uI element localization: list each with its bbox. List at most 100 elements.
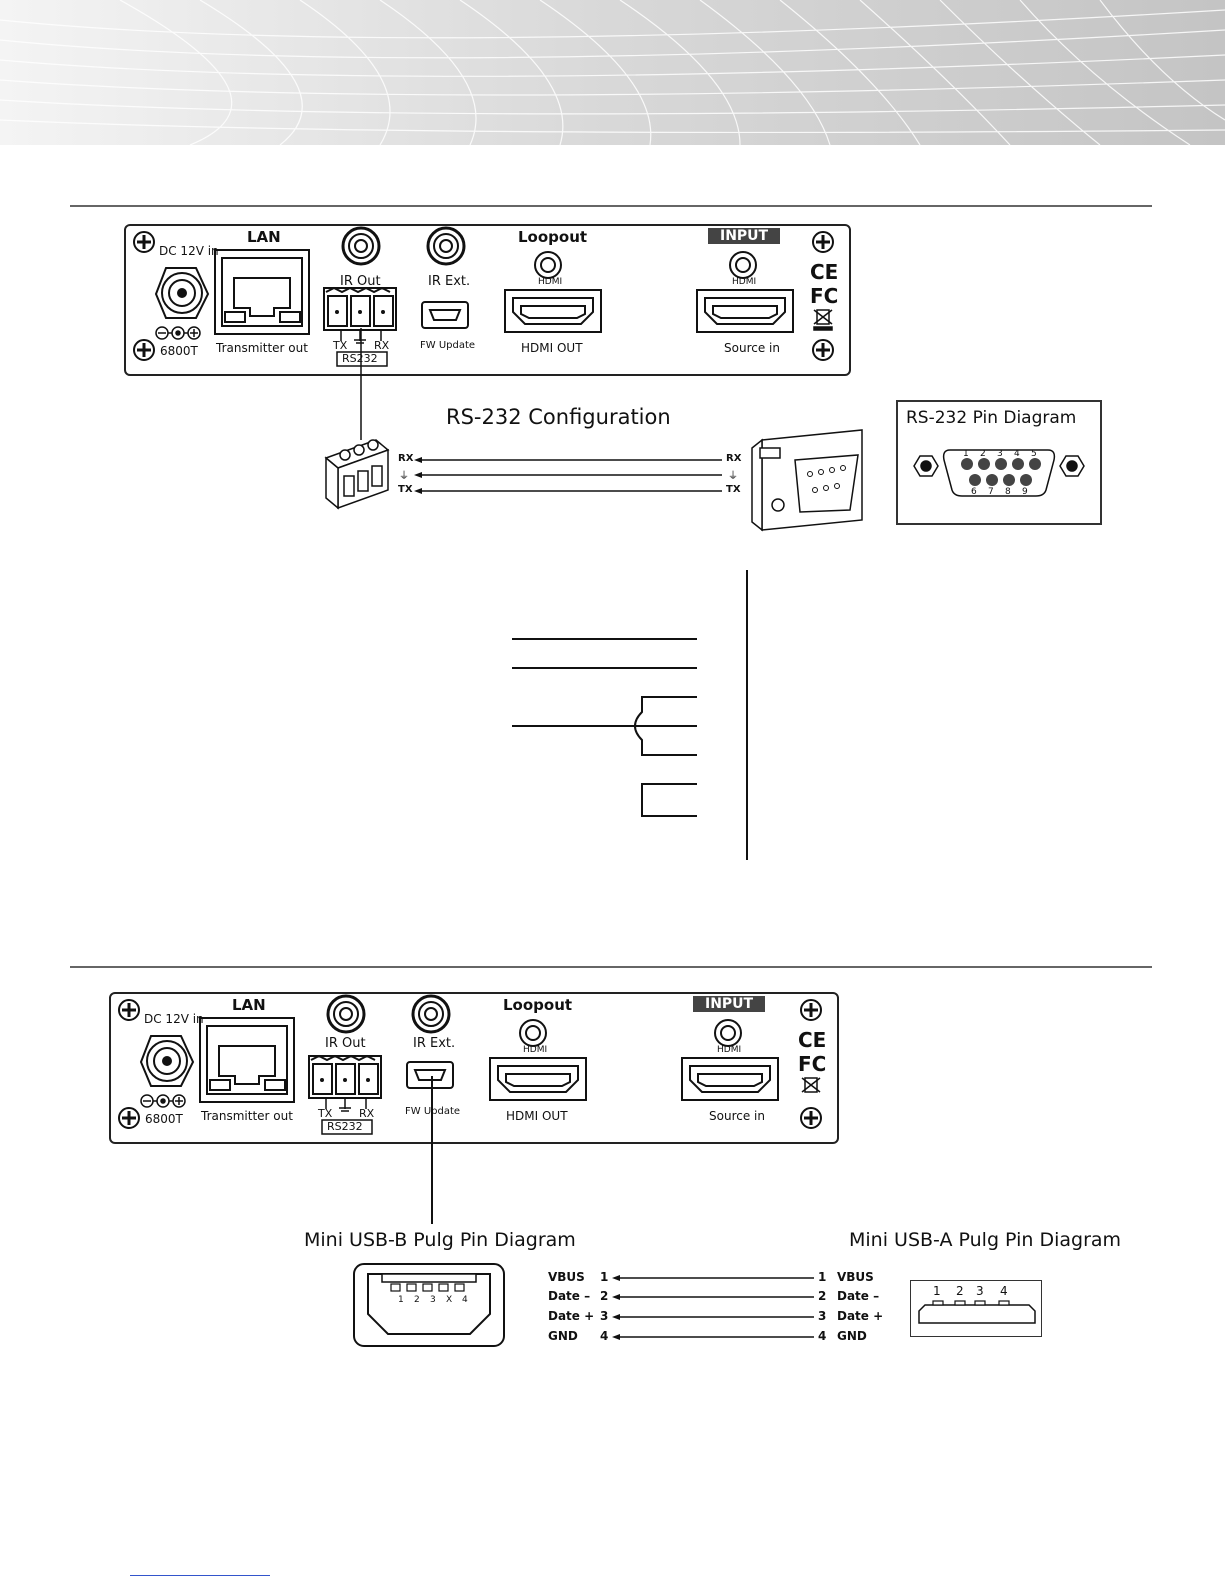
usb-row-num-left: 2 bbox=[600, 1289, 609, 1303]
hdmi-out-label: HDMI OUT bbox=[521, 341, 583, 355]
ir-out-label: IR Out bbox=[340, 274, 381, 289]
ce-mark: CE bbox=[798, 1028, 827, 1052]
usb-b-pin-label: X bbox=[446, 1295, 453, 1305]
ir-ext-label: IR Ext. bbox=[428, 274, 471, 289]
db9-pin-label: 9 bbox=[1022, 487, 1028, 497]
usb-connection-line bbox=[431, 1076, 433, 1224]
usb-a-pin-label: 3 bbox=[976, 1284, 984, 1298]
wire-label-tx-right: TX bbox=[726, 484, 741, 495]
hdmi-port-icon bbox=[696, 251, 794, 333]
input-badge: INPUT bbox=[693, 996, 766, 1012]
loopout-label: Loopout bbox=[518, 228, 588, 246]
mini-usb-port-icon bbox=[421, 301, 469, 329]
wire-label-tx-left: TX bbox=[398, 484, 413, 495]
db9-connector-icon bbox=[751, 429, 863, 532]
rear-panel-top: DC 12V in 6800T LAN Transmitter out IR O… bbox=[124, 224, 851, 376]
db9-pin-label: 4 bbox=[1014, 449, 1020, 459]
usb-row-name-right: Date + bbox=[837, 1309, 884, 1323]
rs232-pin-diagram: RS-232 Pin Diagram 1 2 3 4 5 6 7 8 9 bbox=[896, 400, 1102, 525]
wire-label-rx-right: RX bbox=[726, 453, 742, 464]
weee-icon bbox=[813, 309, 833, 331]
wire-label-gnd-right: ⏚ bbox=[728, 471, 738, 482]
rs232-pin-title: RS-232 Pin Diagram bbox=[906, 408, 1077, 428]
rs232-label: RS232 bbox=[342, 352, 378, 365]
hdmi-out-label: HDMI OUT bbox=[506, 1109, 568, 1123]
usb-b-pin-label: 3 bbox=[430, 1295, 436, 1305]
ce-mark: CE bbox=[810, 260, 839, 284]
hdmi-label: HDMI bbox=[732, 277, 757, 287]
usb-b-pin-label: 1 bbox=[398, 1295, 404, 1305]
db9-pin-label: 8 bbox=[1005, 487, 1011, 497]
mini-usb-a-plug-icon bbox=[918, 1300, 1036, 1324]
model-label: 6800T bbox=[160, 344, 198, 358]
db9-pin-label: 3 bbox=[997, 449, 1003, 459]
section-rule-middle bbox=[70, 966, 1152, 968]
header-banner bbox=[0, 0, 1225, 145]
rx-label: RX bbox=[374, 339, 390, 352]
usb-a-pin-label: 1 bbox=[933, 1284, 941, 1298]
usb-row-num-left: 3 bbox=[600, 1309, 609, 1323]
usb-row-name-left: Date + bbox=[548, 1309, 595, 1323]
footer-underline bbox=[130, 1575, 270, 1576]
usb-row-num-right: 4 bbox=[818, 1329, 827, 1343]
fc-mark: FC bbox=[810, 284, 839, 308]
rs232-config-title: RS-232 Configuration bbox=[446, 405, 671, 429]
mini-usb-a-plug: 1 2 3 4 bbox=[910, 1280, 1042, 1337]
usb-row-num-left: 4 bbox=[600, 1329, 609, 1343]
rear-panel-bottom: DC 12V in 6800T LAN Transmitter out IR O… bbox=[109, 992, 839, 1144]
rs232-label: RS232 bbox=[327, 1120, 363, 1133]
usb-row-name-right: VBUS bbox=[837, 1270, 874, 1284]
lan-port-icon bbox=[214, 249, 310, 335]
db9-pin-label: 7 bbox=[988, 487, 994, 497]
usb-wiring bbox=[612, 1275, 814, 1340]
terminal-plug-icon bbox=[324, 439, 390, 510]
mini-usb-b-plug-icon bbox=[353, 1263, 505, 1347]
usb-row-num-right: 3 bbox=[818, 1309, 827, 1323]
usb-a-pin-label: 4 bbox=[1000, 1284, 1008, 1298]
loopout-label: Loopout bbox=[503, 996, 573, 1014]
transmitter-out-label: Transmitter out bbox=[216, 341, 308, 355]
section-rule-top bbox=[70, 205, 1152, 207]
usb-row-name-left: GND bbox=[548, 1329, 578, 1343]
db9-pin-label: 1 bbox=[963, 449, 969, 459]
fw-update-label: FW Update bbox=[420, 340, 476, 351]
dc-jack-icon bbox=[154, 267, 210, 319]
usb-a-title: Mini USB-A Pulg Pin Diagram bbox=[849, 1229, 1122, 1251]
source-in-label: Source in bbox=[709, 1109, 765, 1123]
lan-label: LAN bbox=[232, 996, 266, 1014]
usb-row-num-right: 2 bbox=[818, 1289, 827, 1303]
rx-label: RX bbox=[359, 1107, 375, 1120]
db9-pin-label: 6 bbox=[971, 487, 977, 497]
rs232-wiring bbox=[324, 328, 863, 532]
wire-label-gnd-left: ⏚ bbox=[399, 471, 409, 482]
usb-a-pin-label: 2 bbox=[956, 1284, 964, 1298]
input-badge: INPUT bbox=[708, 228, 781, 244]
transmitter-out-label: Transmitter out bbox=[201, 1109, 293, 1123]
tx-label: TX bbox=[333, 339, 348, 352]
terminal-block-icon bbox=[323, 286, 397, 331]
usb-row-name-left: Date – bbox=[548, 1289, 591, 1303]
usb-row-name-right: Date – bbox=[837, 1289, 880, 1303]
usb-row-num-right: 1 bbox=[818, 1270, 827, 1284]
panel-graphics bbox=[133, 226, 834, 367]
ir-ext-label: IR Ext. bbox=[413, 1036, 456, 1051]
fc-mark: FC bbox=[798, 1052, 827, 1076]
dc-in-label: DC 12V in bbox=[144, 1012, 204, 1026]
db9-pin-label: 5 bbox=[1031, 449, 1037, 459]
panel-graphics bbox=[118, 994, 822, 1135]
db9-pin-label: 2 bbox=[980, 449, 986, 459]
wire-label-rx-left: RX bbox=[398, 453, 414, 464]
hdmi-label: HDMI bbox=[717, 1045, 742, 1055]
ir-jack-icon bbox=[341, 226, 466, 266]
usb-b-title: Mini USB-B Pulg Pin Diagram bbox=[304, 1229, 576, 1251]
hdmi-port-icon bbox=[504, 251, 602, 333]
model-label: 6800T bbox=[145, 1112, 183, 1126]
usb-row-num-left: 1 bbox=[600, 1270, 609, 1284]
usb-row-name-right: GND bbox=[837, 1329, 867, 1343]
db9-face-icon bbox=[913, 449, 1085, 497]
bracket-lines bbox=[512, 570, 748, 860]
tx-label: TX bbox=[318, 1107, 333, 1120]
ir-out-label: IR Out bbox=[325, 1036, 366, 1051]
usb-b-pin-label: 2 bbox=[414, 1295, 420, 1305]
hdmi-label: HDMI bbox=[523, 1045, 548, 1055]
